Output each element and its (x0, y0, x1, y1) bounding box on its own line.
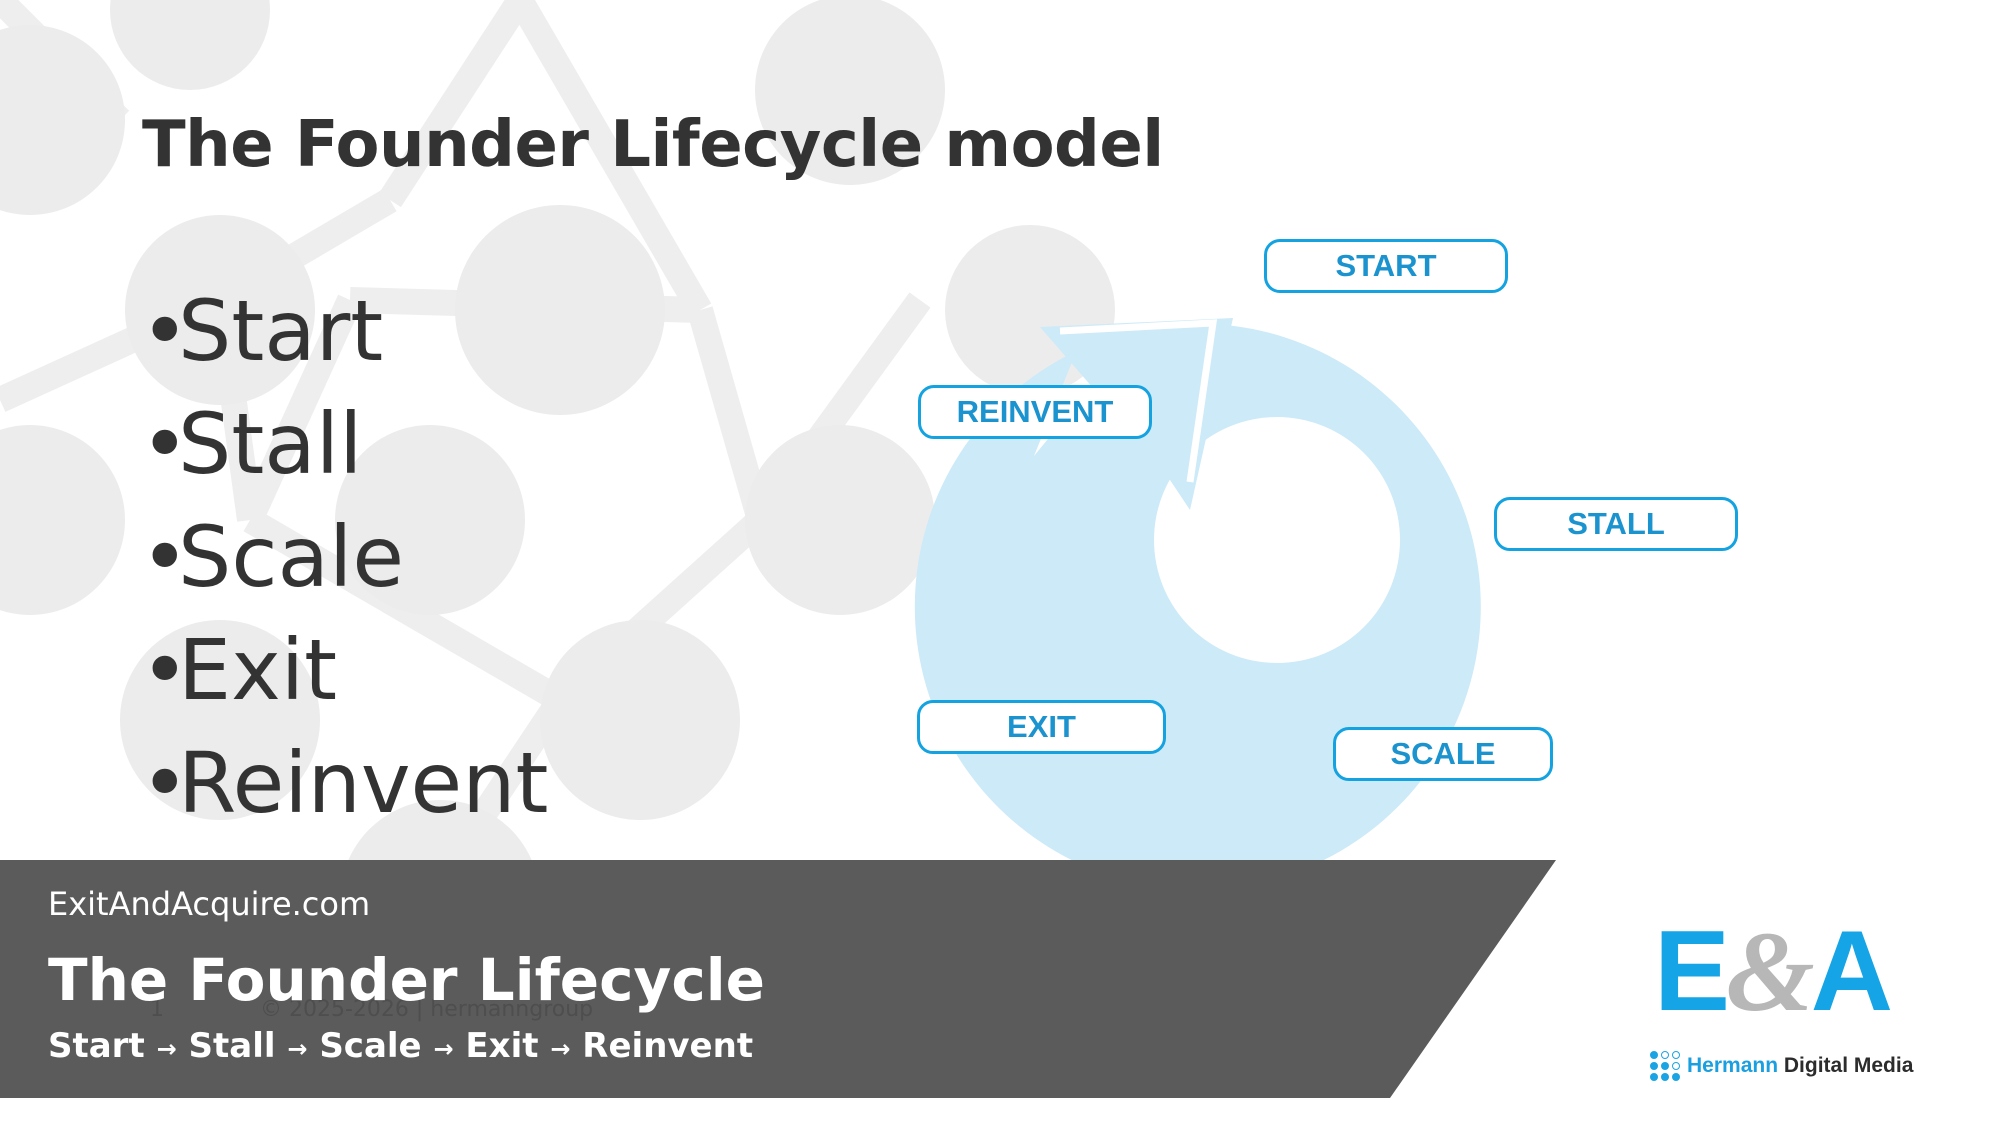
logo-subtitle: Hermann Digital Media (1650, 1051, 1913, 1081)
bullet-item: •Start (140, 282, 384, 380)
stage-box-stall: STALL (1494, 497, 1738, 551)
banner-shape (0, 860, 1556, 1098)
stage-box-reinvent: REINVENT (918, 385, 1152, 439)
arrow-icon: → (156, 1035, 177, 1063)
bullet-item: •Reinvent (140, 734, 549, 832)
bullet-item: •Scale (140, 508, 404, 606)
banner-flow: Start → Stall → Scale → Exit → Reinvent (48, 1026, 754, 1066)
bullet-item: •Stall (140, 395, 363, 493)
dots-logo-icon (1650, 1051, 1680, 1081)
bullet-list: •Start •Stall •Scale •Exit •Reinvent (140, 275, 548, 840)
slide-title: The Founder Lifecycle model (142, 108, 1164, 182)
stage-box-scale: SCALE (1333, 727, 1553, 781)
cycle-arrow-outline (1059, 319, 1218, 483)
stage-box-start: START (1264, 239, 1508, 293)
banner-site: ExitAndAcquire.com (48, 885, 371, 923)
stage-box-exit: EXIT (917, 700, 1166, 754)
logo-mark: E&A (1654, 908, 1893, 1035)
banner-title: The Founder Lifecycle (48, 946, 765, 1014)
faint-page-number: 1 (150, 997, 164, 1022)
bullet-item: •Exit (140, 621, 338, 719)
arrow-icon: → (550, 1035, 571, 1063)
arrow-icon: → (433, 1035, 454, 1063)
brand-logo: E&A Hermann Digital Media (1650, 915, 1930, 1095)
faint-copyright: © 2025-2026 | hermanngroup (260, 997, 594, 1022)
arrow-icon: → (287, 1035, 308, 1063)
